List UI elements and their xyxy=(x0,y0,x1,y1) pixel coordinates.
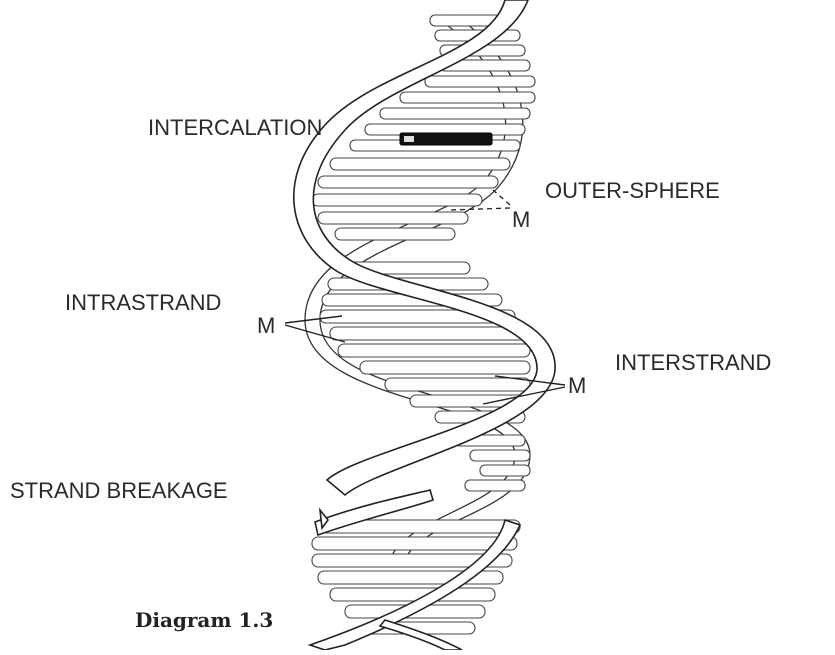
intercalation-label: INTERCALATION xyxy=(148,115,322,141)
intrastrand-label: INTRASTRAND xyxy=(65,290,221,316)
intercalator-bar xyxy=(400,133,492,145)
outer-sphere-label: OUTER-SPHERE xyxy=(545,178,720,204)
strand-breakage-label: STRAND BREAKAGE xyxy=(10,478,228,504)
intrastrand-metal-label: M xyxy=(257,313,275,339)
diagram-caption: Diagram 1.3 xyxy=(135,608,273,632)
interstrand-label: INTERSTRAND xyxy=(615,350,771,376)
interstrand-metal-label: M xyxy=(568,373,586,399)
outer-sphere-metal-label: M xyxy=(512,207,530,233)
outer-sphere-pointer-upper xyxy=(493,190,510,205)
base-pair-group-bottom xyxy=(312,520,520,634)
